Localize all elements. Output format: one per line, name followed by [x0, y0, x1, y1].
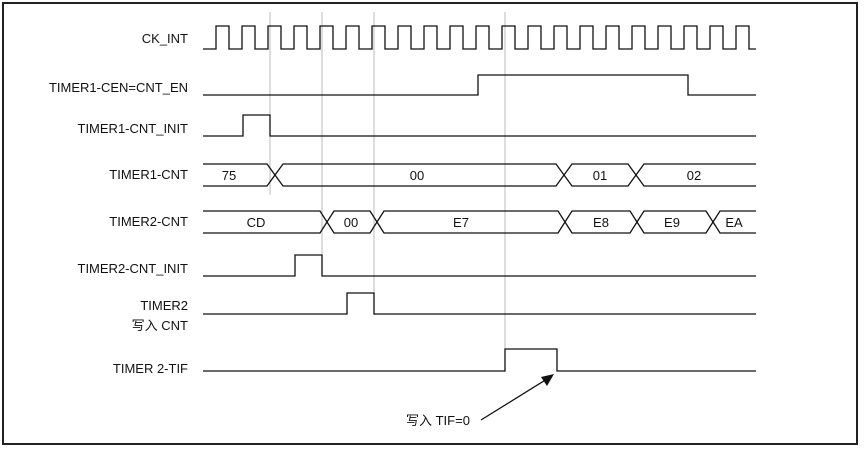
signal-label-cen: TIMER1-CEN=CNT_EN [49, 80, 188, 95]
signal-label-tif: TIMER 2-TIF [113, 361, 188, 376]
t2-cnt-value: E7 [453, 215, 469, 230]
signal-label-t2-write-line2: 写入 CNT [132, 318, 188, 333]
signal-label-t2-cnt: TIMER2-CNT [109, 214, 188, 229]
guide-lines [269, 12, 506, 372]
t2-write-waveform [203, 292, 756, 315]
signal-label-t1-init: TIMER1-CNT_INIT [78, 121, 189, 136]
signal-label-t2-init: TIMER2-CNT_INIT [78, 261, 189, 276]
t2-cnt-bus-segment [712, 210, 756, 234]
tif-waveform [203, 348, 756, 372]
diagram-frame [2, 2, 858, 445]
annotation-arrowhead [541, 374, 554, 386]
t2-cnt-bus-segment [376, 210, 566, 234]
signal-label-ck-int: CK_INT [142, 31, 188, 46]
t1-cnt-bus-segment [203, 163, 276, 187]
t1-init-waveform [203, 114, 756, 137]
signal-label-t1-cnt: TIMER1-CNT [109, 167, 188, 182]
waveforms [203, 25, 756, 421]
t1-cnt-value: 75 [222, 168, 236, 183]
t2-cnt-value: 00 [344, 215, 358, 230]
t2-cnt-value: CD [247, 215, 266, 230]
t2-cnt-value: EA [725, 215, 743, 230]
annotation-arrow-line [480, 378, 548, 421]
cen-waveform [203, 74, 756, 96]
t1-cnt-value: 01 [593, 168, 607, 183]
t2-init-waveform [203, 254, 756, 277]
t2-cnt-value: E9 [664, 215, 680, 230]
signal-label-t2-write-line1: TIMER2 [140, 298, 188, 313]
t1-cnt-value: 00 [410, 168, 424, 183]
annotation-label: 写入 TIF=0 [406, 413, 470, 428]
t2-cnt-value: E8 [593, 215, 609, 230]
t1-cnt-value: 02 [687, 168, 701, 183]
t1-cnt-bus-segment [563, 163, 637, 187]
ck-int-waveform [203, 25, 756, 50]
